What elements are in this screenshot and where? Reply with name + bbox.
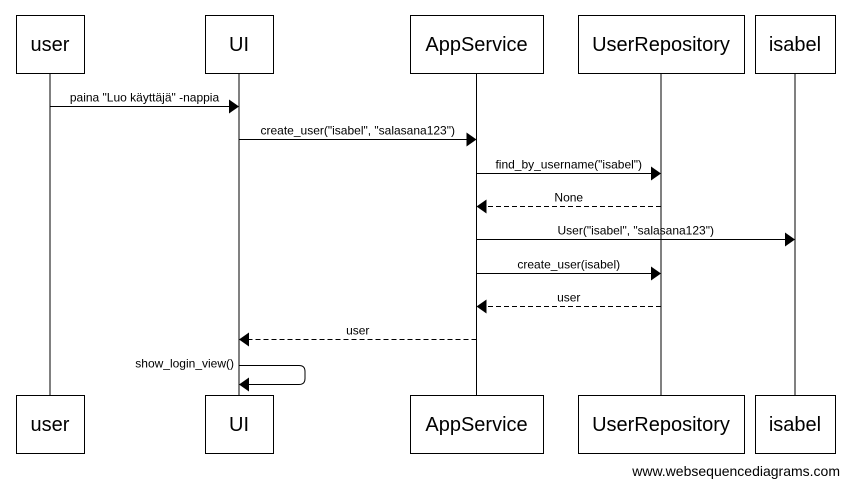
participant-box bbox=[410, 15, 544, 74]
participant-ui-bottom: UI bbox=[205, 395, 274, 454]
participant-label: AppService bbox=[425, 34, 527, 56]
participant-label: isabel bbox=[769, 34, 821, 56]
participant-box bbox=[205, 15, 274, 74]
participant-appservice-top: AppService bbox=[410, 15, 544, 74]
participant-label: UserRepository bbox=[592, 34, 730, 56]
message-5: User("isabel", "salasana123") bbox=[476, 224, 795, 247]
arrowhead bbox=[476, 199, 487, 214]
participant-box bbox=[755, 395, 836, 454]
messages: paina "Luo käyttäjä" -nappia create_user(… bbox=[50, 91, 795, 392]
participant-label: isabel bbox=[769, 414, 821, 436]
lifelines bbox=[49, 73, 796, 395]
participant-user-top: user bbox=[16, 15, 85, 74]
message-label: user bbox=[557, 291, 580, 305]
message-8: user bbox=[239, 324, 477, 347]
participant-ui-top: UI bbox=[205, 15, 274, 74]
message-6: create_user(isabel) bbox=[476, 258, 661, 281]
participant-row-top: user UI AppService UserRepository isabel bbox=[16, 15, 836, 74]
message-line bbox=[239, 365, 306, 385]
participant-box bbox=[578, 395, 745, 454]
message-label: create_user(isabel) bbox=[517, 258, 620, 272]
message-7: user bbox=[476, 291, 661, 314]
message-label: find_by_username("isabel") bbox=[495, 158, 642, 172]
message-4: None bbox=[476, 191, 661, 214]
arrowhead bbox=[651, 266, 661, 281]
arrowhead bbox=[239, 377, 249, 392]
message-label: show_login_view() bbox=[135, 357, 234, 371]
participant-label: user bbox=[31, 34, 70, 56]
message-3: find_by_username("isabel") bbox=[476, 158, 661, 181]
message-label: user bbox=[346, 324, 369, 338]
participant-box bbox=[16, 15, 85, 74]
participant-box bbox=[16, 395, 85, 454]
message-9: show_login_view() bbox=[135, 357, 306, 392]
arrowhead bbox=[229, 99, 239, 114]
participant-box bbox=[205, 395, 274, 454]
participant-userrepository-bottom: UserRepository bbox=[578, 395, 745, 454]
message-1: paina "Luo käyttäjä" -nappia bbox=[50, 91, 239, 114]
message-label: User("isabel", "salasana123") bbox=[558, 224, 714, 238]
participant-box bbox=[755, 15, 836, 74]
participant-appservice-bottom: AppService bbox=[410, 395, 544, 454]
arrowhead bbox=[785, 232, 795, 247]
message-label: create_user("isabel", "salasana123") bbox=[261, 124, 455, 138]
participant-box bbox=[578, 15, 745, 74]
participant-label: AppService bbox=[425, 414, 527, 436]
participant-label: UI bbox=[229, 34, 249, 56]
message-label: None bbox=[554, 191, 583, 205]
participant-label: UI bbox=[229, 414, 249, 436]
arrowhead bbox=[476, 299, 487, 314]
message-label: paina "Luo käyttäjä" -nappia bbox=[70, 91, 220, 105]
message-2: create_user("isabel", "salasana123") bbox=[239, 124, 477, 147]
footer-credit: www.websequencediagrams.com bbox=[631, 463, 840, 479]
arrowhead bbox=[651, 166, 661, 181]
participant-label: UserRepository bbox=[592, 414, 730, 436]
arrowhead bbox=[466, 132, 477, 147]
participant-userrepository-top: UserRepository bbox=[578, 15, 745, 74]
participant-isabel-bottom: isabel bbox=[755, 395, 836, 454]
participant-label: user bbox=[31, 414, 70, 436]
participant-user-bottom: user bbox=[16, 395, 85, 454]
participant-isabel-top: isabel bbox=[755, 15, 836, 74]
participant-row-bottom: user UI AppService UserRepository isabel bbox=[16, 395, 836, 454]
arrowhead bbox=[239, 332, 249, 347]
participant-box bbox=[410, 395, 544, 454]
